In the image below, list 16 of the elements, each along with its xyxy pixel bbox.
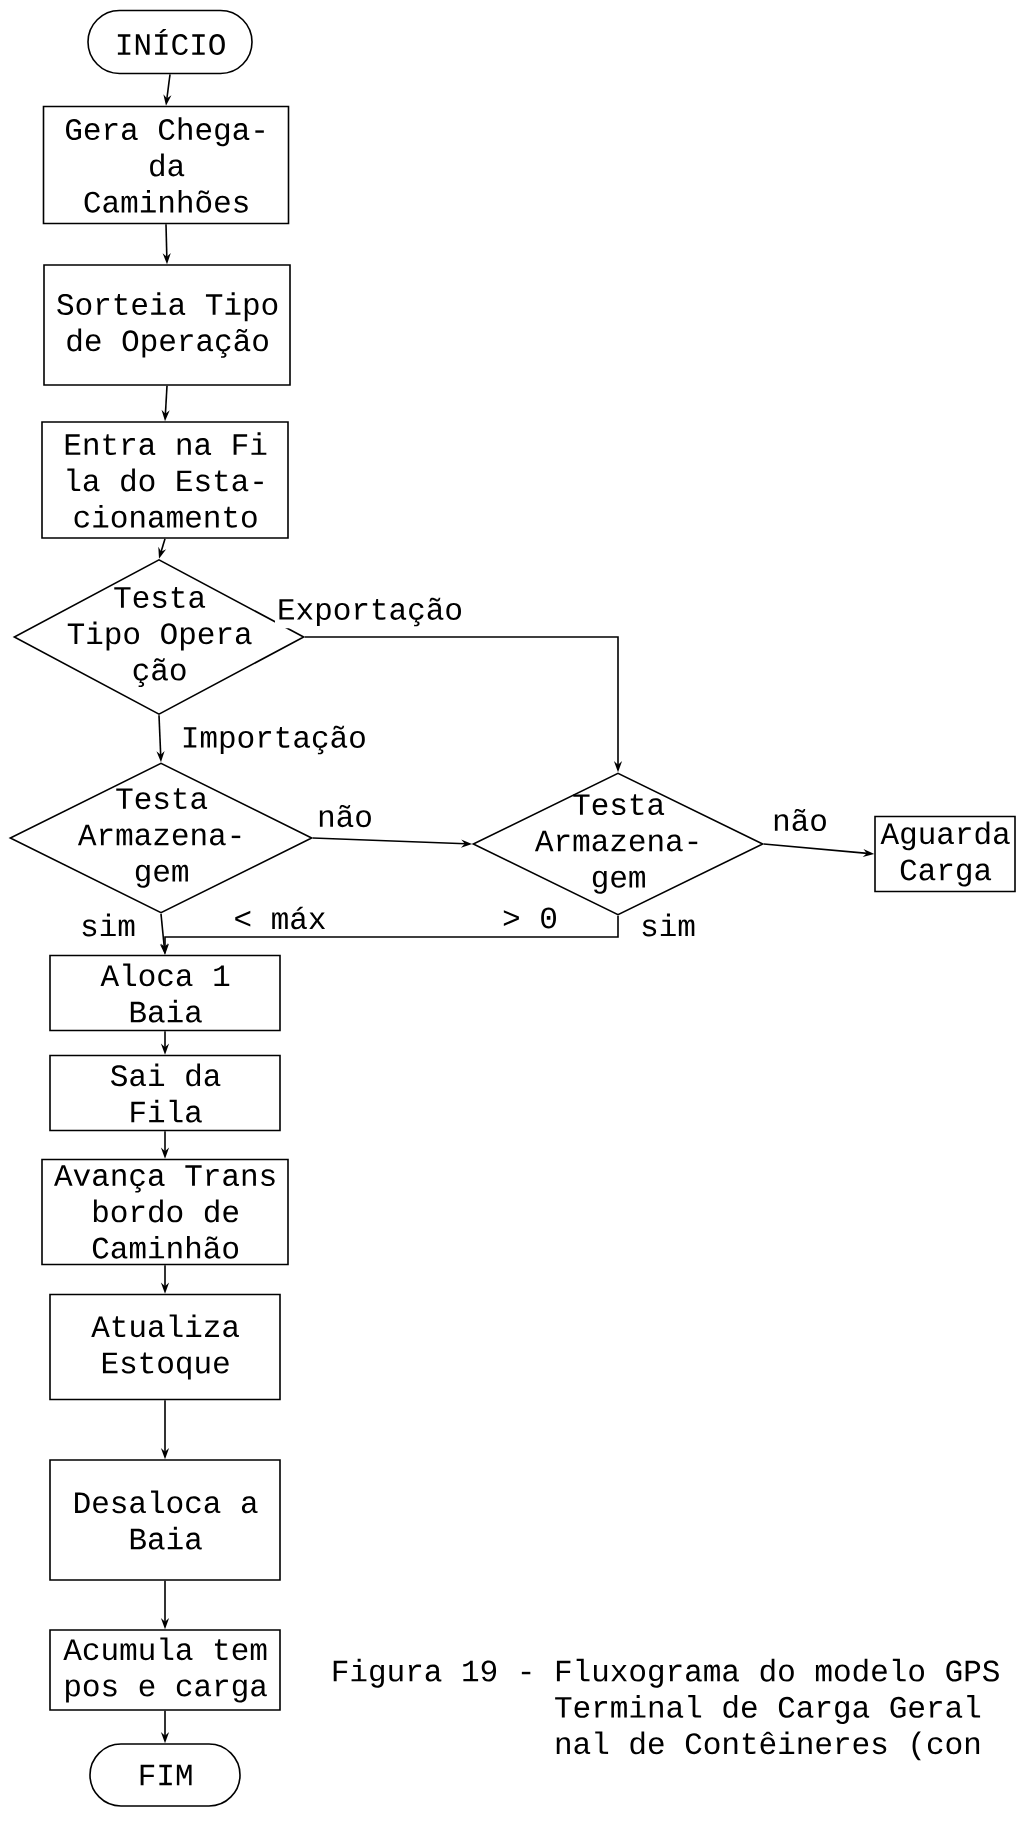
edge-label: Importação <box>178 723 369 757</box>
process-box: Avança Trans bordo de Caminhão <box>41 1158 289 1266</box>
caption: Figura 19 - Fluxograma do modelo GPS Terminal de Carga Geral nal de Contêineres (con <box>333 1658 999 1761</box>
process-box: Desaloca a Baia <box>49 1459 281 1581</box>
edge-label: não <box>315 802 375 830</box>
process-box: Aloca 1 Baia <box>49 954 281 1032</box>
process-box: Acumula tem pos e carga <box>49 1629 281 1711</box>
edge-label: Exportação <box>275 595 465 629</box>
edge-label: não <box>770 806 830 834</box>
process-box: Aguarda Carga <box>874 815 1016 893</box>
process-box: Entra na Fi la do Esta- cionamento <box>41 421 289 539</box>
process-box: Sorteia Tipo de Operação <box>43 264 291 386</box>
edge-label: sim <box>78 911 138 939</box>
process-box: Atualiza Estoque <box>49 1293 281 1401</box>
process-box: Gera Chega- da Caminhões <box>42 105 290 225</box>
process-box: Sai da Fila <box>49 1054 281 1132</box>
